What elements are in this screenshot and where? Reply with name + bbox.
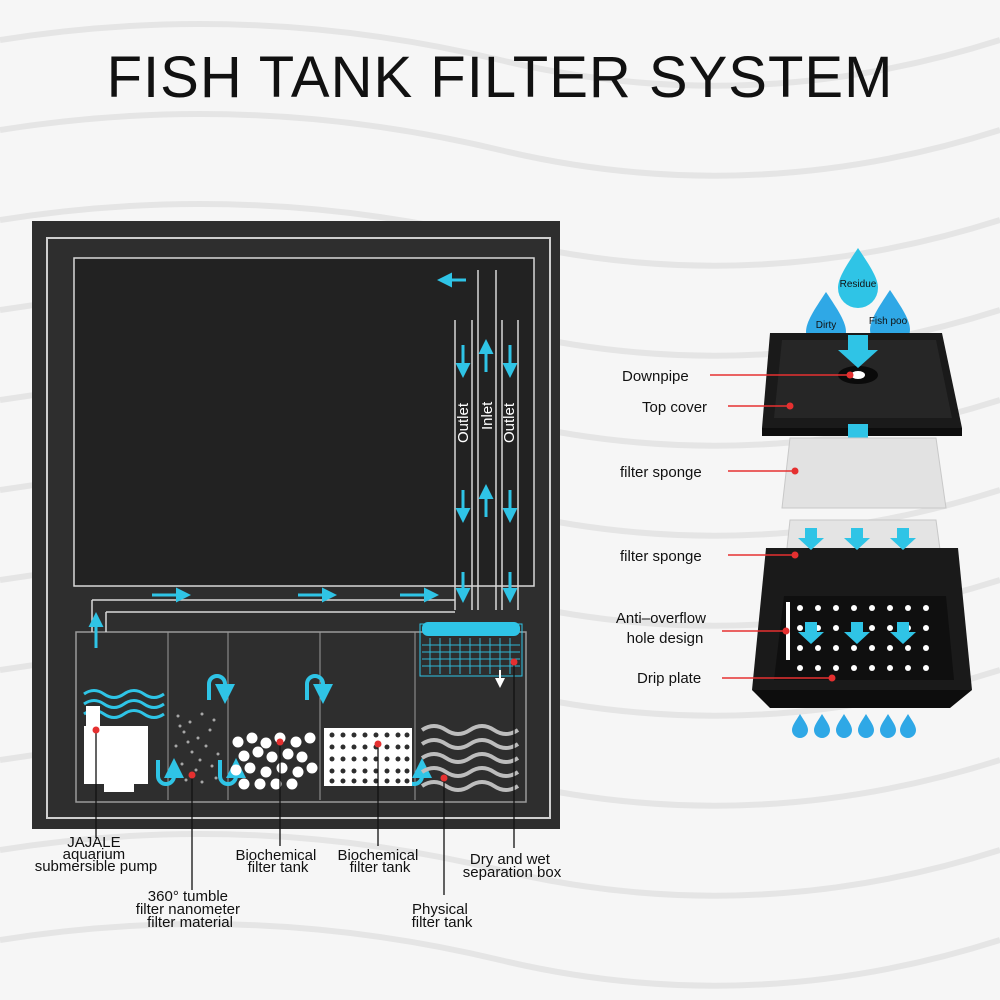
physical-label: Physical filter tank [412,901,473,931]
residue-label: Residue [840,279,877,290]
top-cover-label: Top cover [642,399,707,416]
fishpoo-label: Fish poo [869,316,908,327]
page-title: FISH TANK FILTER SYSTEM [106,45,894,110]
small-down-arrows [798,528,916,644]
right-callout-dots [782,371,854,682]
downpipe-label: Downpipe [622,368,689,385]
filter-sponge-top [781,437,947,509]
u-turn-arrows [156,674,432,786]
physical-filter-media [420,724,520,792]
sponge2-label: filter sponge [620,548,702,565]
tumble-label: 360° tumble filter nanometer filter mate… [136,888,244,931]
bio-balls [230,732,318,790]
top-cover [762,333,962,436]
bio2-label: Biochemical filter tank [337,847,422,876]
outlet-right-label: Outlet [501,402,518,443]
outlet-left-label: Outlet [455,402,472,443]
anti-overflow-label: Anti–overflow hole design [616,610,710,647]
bio1-label: Biochemical filter tank [235,847,320,876]
pump-icon [84,706,148,792]
pipe-column [91,270,519,632]
bio-grid [324,728,412,786]
pump-label: JAJALE aquarium submersible pump [35,834,158,875]
output-drops [792,714,916,738]
dirty-label: Dirty [816,320,837,331]
drip-plate-label: Drip plate [637,670,701,687]
sponge1-label: filter sponge [620,464,702,481]
drop-icon [838,248,878,308]
flow-arrows [88,272,518,648]
callout-lines [95,662,515,895]
dry-wet-box [419,622,523,688]
tumble-material [174,712,220,784]
inlet-label: Inlet [479,401,496,430]
callout-dots [92,658,518,782]
drywet-label: Dry and wet separation box [463,851,562,881]
right-callout-lines [710,374,850,679]
